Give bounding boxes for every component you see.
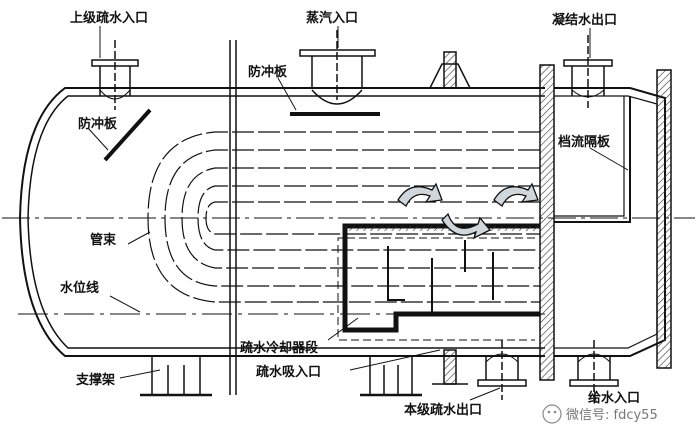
feedwater-inlet-nozzle — [569, 340, 619, 402]
shell-inner — [27, 95, 545, 349]
flow-baffle — [554, 96, 631, 223]
label-condensate-outlet: 凝结水出口 — [552, 12, 617, 28]
label-drain-cooler-section: 疏水冷却器段 — [240, 340, 318, 356]
label-impingement-plate-left: 防冲板 — [78, 116, 118, 132]
channel-flange — [656, 69, 672, 369]
label-impingement-plate-top: 防冲板 — [248, 64, 288, 80]
label-feedwater-inlet: 给水入口 — [588, 390, 640, 406]
shell-outer — [18, 87, 545, 357]
drain-cooler-baffles — [387, 240, 494, 314]
leader-lines — [87, 26, 629, 403]
steam-inlet-nozzle — [299, 30, 376, 105]
label-upper-drain-inlet: 上级疏水入口 — [70, 10, 148, 26]
flow-arrow-icon — [493, 182, 539, 207]
top-vent-nozzle — [429, 51, 471, 89]
flow-arrow-icon — [441, 212, 492, 240]
label-drain-suction-inlet: 疏水吸入口 — [256, 364, 321, 380]
drain-cooler-dashed-boundary — [337, 237, 535, 341]
label-this-stage-drain-outlet: 本级疏水出口 — [404, 402, 482, 418]
flow-arrows — [397, 182, 539, 240]
watermark: 微信号: fdcy55 — [542, 404, 658, 424]
u-tube-bundle — [147, 131, 540, 303]
label-tube-bundle: 管束 — [90, 232, 117, 248]
impingement-plate-left — [103, 108, 152, 162]
drain-cooler-shroud — [342, 223, 540, 333]
label-support-frame: 支撑架 — [75, 372, 115, 388]
condensate-outlet-nozzle — [563, 35, 613, 108]
label-water-level-line: 水位线 — [60, 280, 99, 296]
label-steam-inlet: 蒸汽入口 — [306, 10, 358, 26]
this-stage-drain-outlet-nozzle — [477, 340, 527, 400]
tube-sheet — [539, 64, 555, 381]
support-frame-left — [140, 356, 212, 397]
bottom-drain-stub — [432, 349, 468, 385]
label-flow-baffle: 档流隔板 — [558, 134, 611, 150]
watermark-text: 微信号: fdcy55 — [566, 408, 658, 423]
support-frame-right — [360, 356, 422, 397]
upper-drain-inlet-nozzle — [91, 40, 139, 110]
wechat-icon — [542, 404, 562, 424]
flow-arrow-icon — [397, 182, 443, 207]
impingement-plate-top — [290, 112, 380, 116]
